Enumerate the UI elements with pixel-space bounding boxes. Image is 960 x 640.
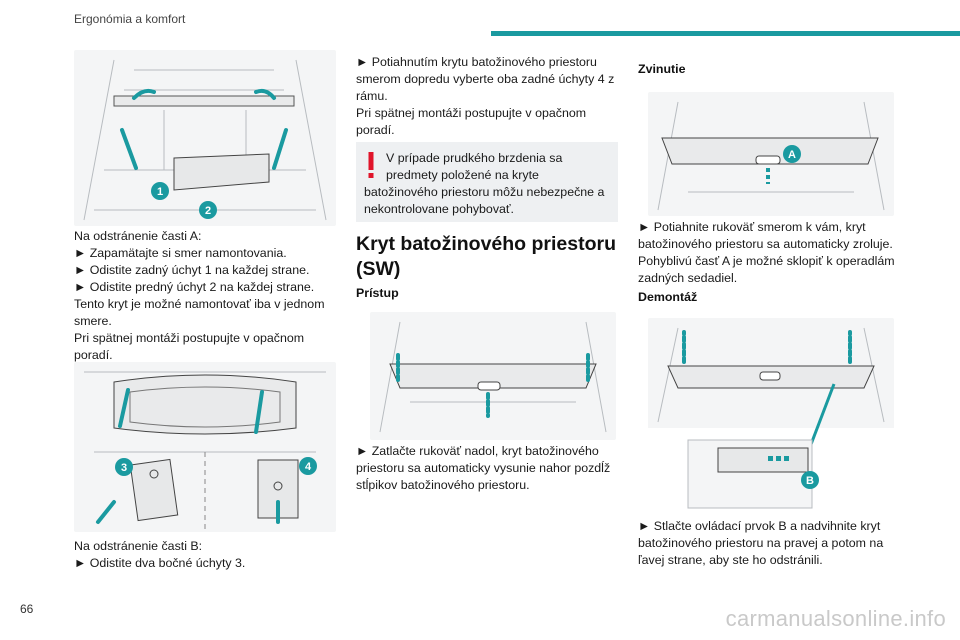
trunk-cover-removal-illustration-2: 3 4 bbox=[74, 362, 336, 532]
col3-line: ► Potiahnite rukoväť smerom k vám, kryt bbox=[638, 220, 866, 234]
watermark: carmanualsonline.info bbox=[725, 606, 946, 631]
col3-line: ► Stlačte ovládací prvok B a nadvihnite … bbox=[638, 519, 881, 533]
badge-a-label: A bbox=[788, 149, 796, 161]
warning-line: predmety položené na kryte bbox=[386, 168, 539, 182]
section-heading: Kryt batožinového priestoru (SW) bbox=[356, 233, 617, 280]
col1-line: Na odstránenie časti A: bbox=[74, 229, 202, 243]
subheading-demontaz: Demontáž bbox=[638, 290, 698, 304]
col2-line: rámu. bbox=[356, 89, 388, 103]
badge-4 bbox=[299, 457, 317, 475]
badge-3 bbox=[115, 458, 133, 476]
section-header: Ergonómia a komfort bbox=[74, 12, 186, 26]
col1-line: poradí. bbox=[74, 348, 113, 362]
col2-line: stĺpikov batožinového priestoru. bbox=[356, 478, 530, 492]
warning-icon bbox=[368, 152, 374, 178]
col1-line: Tento kryt je možné namontovať iba v jed… bbox=[74, 297, 325, 311]
col1-line: Pri spätnej montáži postupujte v opačnom bbox=[74, 331, 305, 345]
col2-line: ► Potiahnutím krytu batožinového priesto… bbox=[356, 55, 597, 69]
badge-1 bbox=[151, 182, 169, 200]
badge-4-label: 4 bbox=[305, 461, 312, 473]
warning-line: V prípade prudkého brzdenia sa bbox=[386, 151, 563, 165]
page-number: 66 bbox=[20, 602, 34, 616]
col1-line: Na odstránenie časti B: bbox=[74, 539, 203, 553]
badge-b-label: B bbox=[806, 475, 814, 487]
col1-text-block-2: Na odstránenie časti B: ► Odistite dva b… bbox=[74, 538, 344, 572]
col1-text-block-1: Na odstránenie časti A: ► Zapamätajte si… bbox=[74, 228, 344, 364]
col3-line: zadných sedadiel. bbox=[638, 271, 738, 285]
trunk-cover-access-illustration bbox=[370, 312, 616, 440]
col1-line: ► Odistite dva bočné úchyty 3. bbox=[74, 556, 246, 570]
col2-text-block-2: ► Zatlačte rukoväť nadol, kryt batožinov… bbox=[356, 443, 626, 494]
badge-2-label: 2 bbox=[205, 205, 211, 217]
col1-line: ► Zapamätajte si smer namontovania. bbox=[74, 246, 287, 260]
badge-1-label: 1 bbox=[157, 186, 163, 198]
trunk-cover-removal-illustration-1: 1 2 bbox=[74, 50, 336, 226]
col3-text-block-1: ► Potiahnite rukoväť smerom k vám, kryt … bbox=[638, 219, 918, 287]
col3-line: batožinového priestoru sa automaticky zr… bbox=[638, 237, 893, 251]
col2-text-block-1: ► Potiahnutím krytu batožinového priesto… bbox=[356, 54, 626, 139]
subheading-pristup: Prístup bbox=[356, 286, 399, 300]
col2-line: Pri spätnej montáži postupujte v opačnom bbox=[356, 106, 587, 120]
badge-3-label: 3 bbox=[121, 462, 127, 474]
warning-line: nekontrolovane pohybovať. bbox=[364, 202, 515, 216]
trunk-cover-removal-illustration-3: B bbox=[648, 318, 894, 512]
col2-line: poradí. bbox=[356, 123, 395, 137]
header-accent-bar bbox=[491, 31, 960, 36]
badge-2 bbox=[199, 201, 217, 219]
col2-line: smerom dopredu vyberte oba zadné úchyty … bbox=[356, 72, 615, 86]
col3-line: Pohyblivú časť A je možné sklopiť k oper… bbox=[638, 254, 895, 268]
trunk-cover-roll-illustration: A bbox=[648, 92, 894, 216]
warning-box: V prípade prudkého brzdenia sa predmety … bbox=[356, 142, 618, 222]
col1-line: ► Odistite predný úchyt 2 na každej stra… bbox=[74, 280, 315, 294]
col3-text-block-2: ► Stlačte ovládací prvok B a nadvihnite … bbox=[638, 518, 918, 569]
col3-line: ľavej strane, aby ste ho odstránili. bbox=[638, 553, 823, 567]
badge-b bbox=[801, 471, 819, 489]
col2-line: priestoru sa automaticky vysunie nahor p… bbox=[356, 461, 611, 475]
col2-line: ► Zatlačte rukoväť nadol, kryt batožinov… bbox=[356, 444, 599, 458]
warning-line: batožinového priestoru môžu nebezpečne a bbox=[364, 185, 605, 199]
subheading-zvinutie: Zvinutie bbox=[638, 62, 686, 76]
badge-a bbox=[783, 145, 801, 163]
col1-line: ► Odistite zadný úchyt 1 na každej stran… bbox=[74, 263, 310, 277]
col1-line: smere. bbox=[74, 314, 112, 328]
col3-line: batožinového priestoru na pravej a potom… bbox=[638, 536, 884, 550]
